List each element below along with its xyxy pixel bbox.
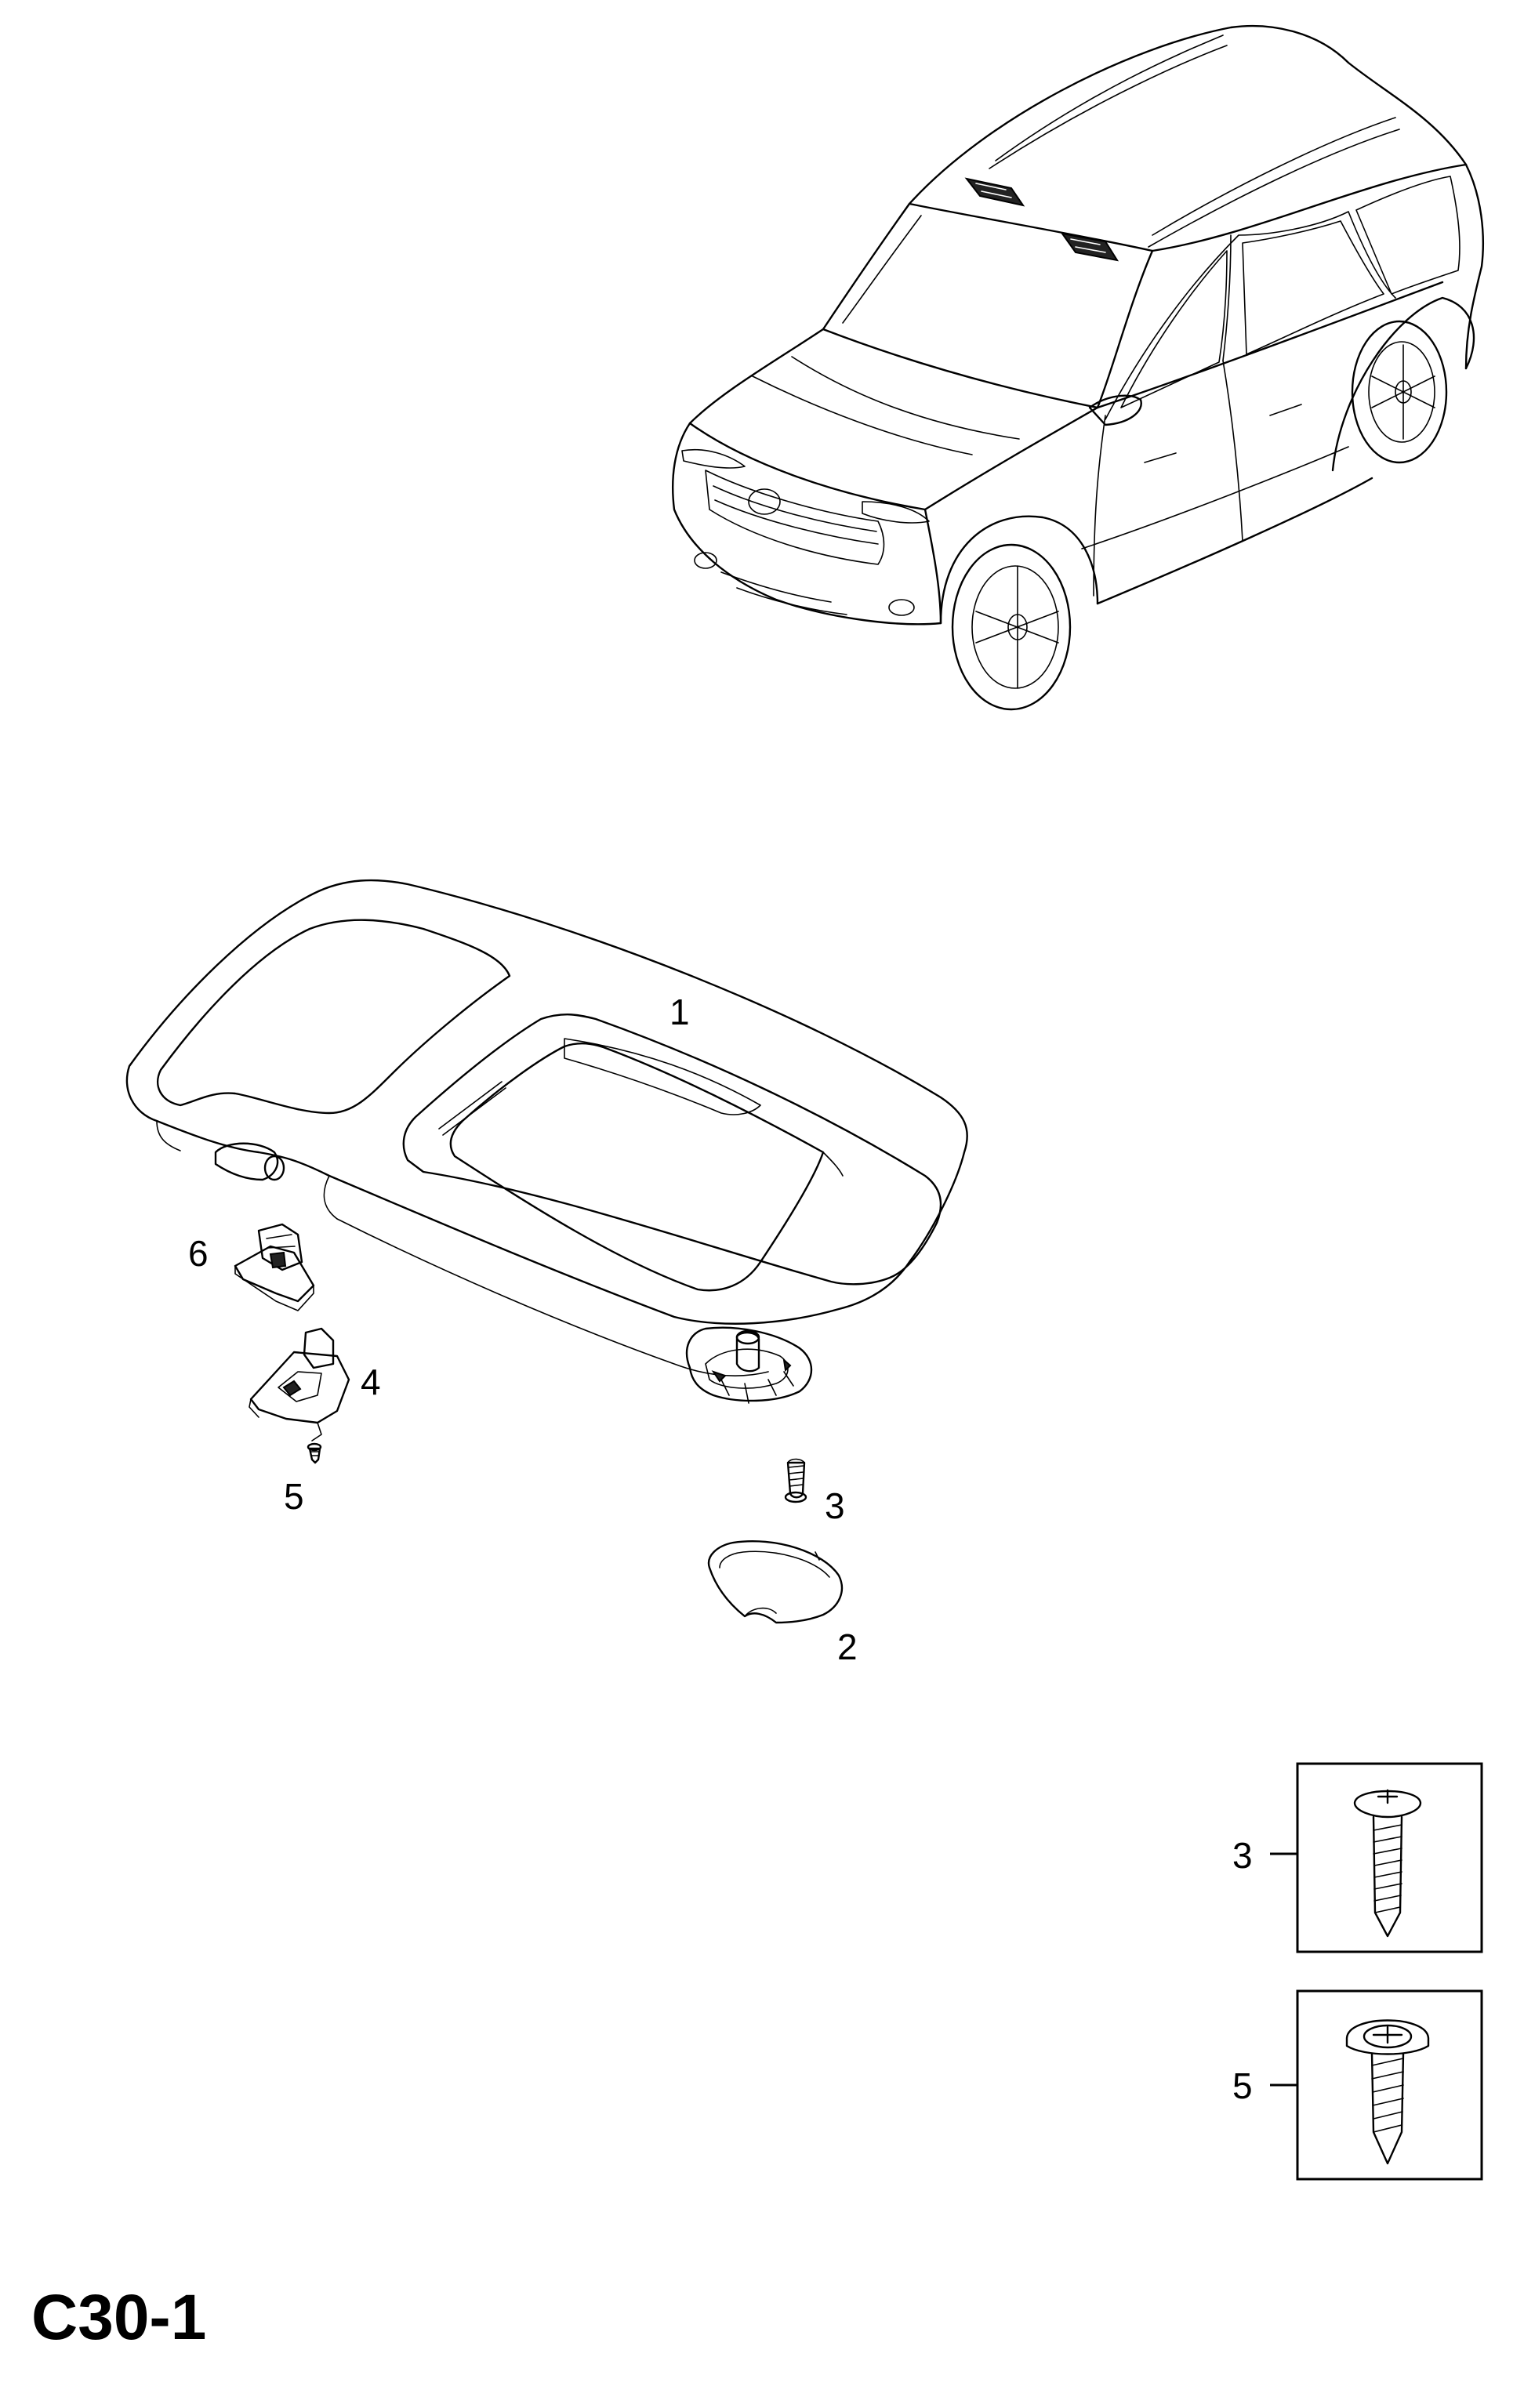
detail-box-screw-5 xyxy=(1270,1989,1483,2181)
screw-3-part xyxy=(784,1458,807,1503)
callout-2: 2 xyxy=(837,1626,858,1667)
retainer-clip-part xyxy=(249,1327,350,1442)
callout-4: 4 xyxy=(361,1362,381,1402)
hinge-clip-part xyxy=(234,1223,315,1311)
vehicle-illustration xyxy=(672,24,1484,711)
pivot-cover-part xyxy=(707,1540,844,1624)
detail-box-label-5: 5 xyxy=(1232,2065,1253,2106)
page-code: C30-1 xyxy=(31,2282,207,2353)
callout-1: 1 xyxy=(669,992,690,1032)
screw-5-part xyxy=(307,1442,322,1464)
sun-visor-part xyxy=(125,879,968,1404)
detail-box-label-3: 3 xyxy=(1232,1835,1253,1876)
callout-6: 6 xyxy=(188,1233,209,1274)
callout-5: 5 xyxy=(284,1476,304,1517)
detail-box-screw-3 xyxy=(1270,1762,1483,1953)
callout-3: 3 xyxy=(825,1485,845,1526)
